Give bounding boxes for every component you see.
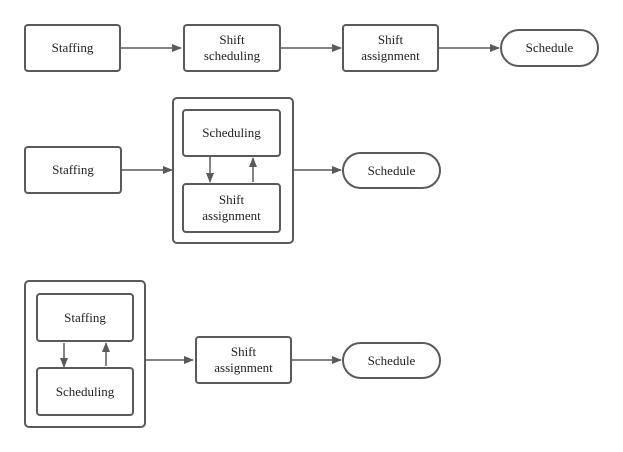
- d3-schedule-terminal: Schedule: [342, 342, 441, 379]
- d1-staffing-box: Staffing: [24, 24, 121, 72]
- d2-schedule-terminal: Schedule: [342, 152, 441, 189]
- d2-shift-assignment-box: Shift assignment: [182, 183, 281, 233]
- d1-shift-assignment-label: Shift assignment: [361, 32, 420, 63]
- d1-schedule-label: Schedule: [525, 40, 574, 55]
- d3-staffing-label: Staffing: [64, 309, 106, 325]
- d2-staffing-label: Staffing: [52, 162, 94, 177]
- d2-scheduling-box: Scheduling: [182, 109, 281, 157]
- d2-staffing-box: Staffing: [24, 146, 122, 194]
- d1-shift-scheduling-label: Shift scheduling: [203, 32, 261, 63]
- d3-shift-assignment-label: Shift assignment: [214, 344, 273, 375]
- d1-shift-assignment-box: Shift assignment: [342, 24, 439, 72]
- d1-staffing-label: Staffing: [51, 40, 94, 55]
- d2-scheduling-assignment-group: [172, 97, 294, 244]
- d3-shift-assignment-box: Shift assignment: [195, 336, 292, 384]
- d3-schedule-label: Schedule: [367, 352, 416, 368]
- d2-schedule-label: Schedule: [367, 162, 416, 178]
- d2-scheduling-label: Scheduling: [202, 125, 261, 140]
- d3-staffing-box: Staffing: [36, 293, 134, 342]
- d1-schedule-terminal: Schedule: [500, 29, 599, 67]
- d2-shift-assignment-label: Shift assignment: [202, 192, 261, 223]
- d3-scheduling-box: Scheduling: [36, 367, 134, 416]
- d3-staffing-scheduling-group: [24, 280, 146, 428]
- d3-scheduling-label: Scheduling: [55, 383, 115, 399]
- d1-shift-scheduling-box: Shift scheduling: [183, 24, 281, 72]
